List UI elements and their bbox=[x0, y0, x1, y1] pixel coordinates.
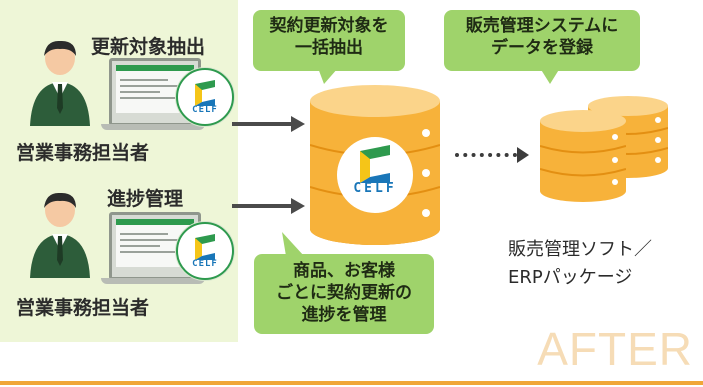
businessperson-icon bbox=[30, 192, 90, 278]
bubble-line: 商品、お客様 bbox=[293, 261, 395, 281]
dotted-arrow-line bbox=[455, 153, 517, 161]
bubble-progress-management: 商品、お客様 ごとに契約更新の 進捗を管理 bbox=[254, 254, 434, 334]
laptop-icon bbox=[109, 58, 201, 126]
arrow-line-staff2 bbox=[232, 204, 292, 208]
bubble-line: ごとに契約更新の bbox=[276, 283, 412, 303]
arrow-line-staff1 bbox=[232, 122, 292, 126]
bubble-register-data: 販売管理システムに データを登録 bbox=[444, 10, 640, 71]
businessperson-icon bbox=[30, 40, 90, 126]
role-label-staff2: 営業事務担当者 bbox=[16, 297, 150, 319]
database-icon bbox=[310, 85, 440, 245]
bubble-tail bbox=[282, 232, 304, 256]
celf-logo-icon: CELF bbox=[310, 85, 440, 245]
bubble-bulk-extract: 契約更新対象を 一括抽出 bbox=[253, 10, 405, 71]
laptop-base bbox=[101, 278, 205, 284]
task-label-extract: 更新対象抽出 bbox=[91, 36, 206, 58]
after-watermark: AFTER bbox=[537, 323, 693, 375]
database-icon bbox=[540, 110, 626, 202]
bubble-line: データを登録 bbox=[491, 38, 593, 58]
left-panel bbox=[0, 0, 238, 342]
celf-logo-text: CELF bbox=[353, 181, 397, 196]
bubble-line: 販売管理システムに bbox=[465, 16, 619, 36]
bubble-line: 契約更新対象を bbox=[269, 16, 389, 36]
task-label-progress: 進捗管理 bbox=[107, 188, 184, 210]
bubble-tail bbox=[318, 68, 338, 84]
bubble-line: 進捗を管理 bbox=[301, 305, 387, 325]
erp-label-line: ERPパッケージ bbox=[508, 267, 633, 288]
bubble-tail bbox=[540, 68, 560, 84]
arrow-right-icon bbox=[517, 147, 529, 163]
laptop-base bbox=[101, 124, 205, 130]
bottom-accent-line bbox=[0, 381, 703, 385]
role-label-staff1: 営業事務担当者 bbox=[16, 142, 150, 164]
arrow-right-icon bbox=[291, 198, 305, 214]
celf-logo-text: CELF bbox=[192, 259, 218, 269]
erp-label: 販売管理ソフト／ ERPパッケージ bbox=[508, 236, 678, 292]
arrow-right-icon bbox=[291, 116, 305, 132]
celf-logo-icon: CELF bbox=[176, 222, 234, 280]
erp-label-line: 販売管理ソフト／ bbox=[508, 239, 652, 260]
bubble-line: 一括抽出 bbox=[295, 38, 363, 58]
celf-logo-text: CELF bbox=[192, 105, 218, 115]
celf-logo-icon: CELF bbox=[176, 68, 234, 126]
